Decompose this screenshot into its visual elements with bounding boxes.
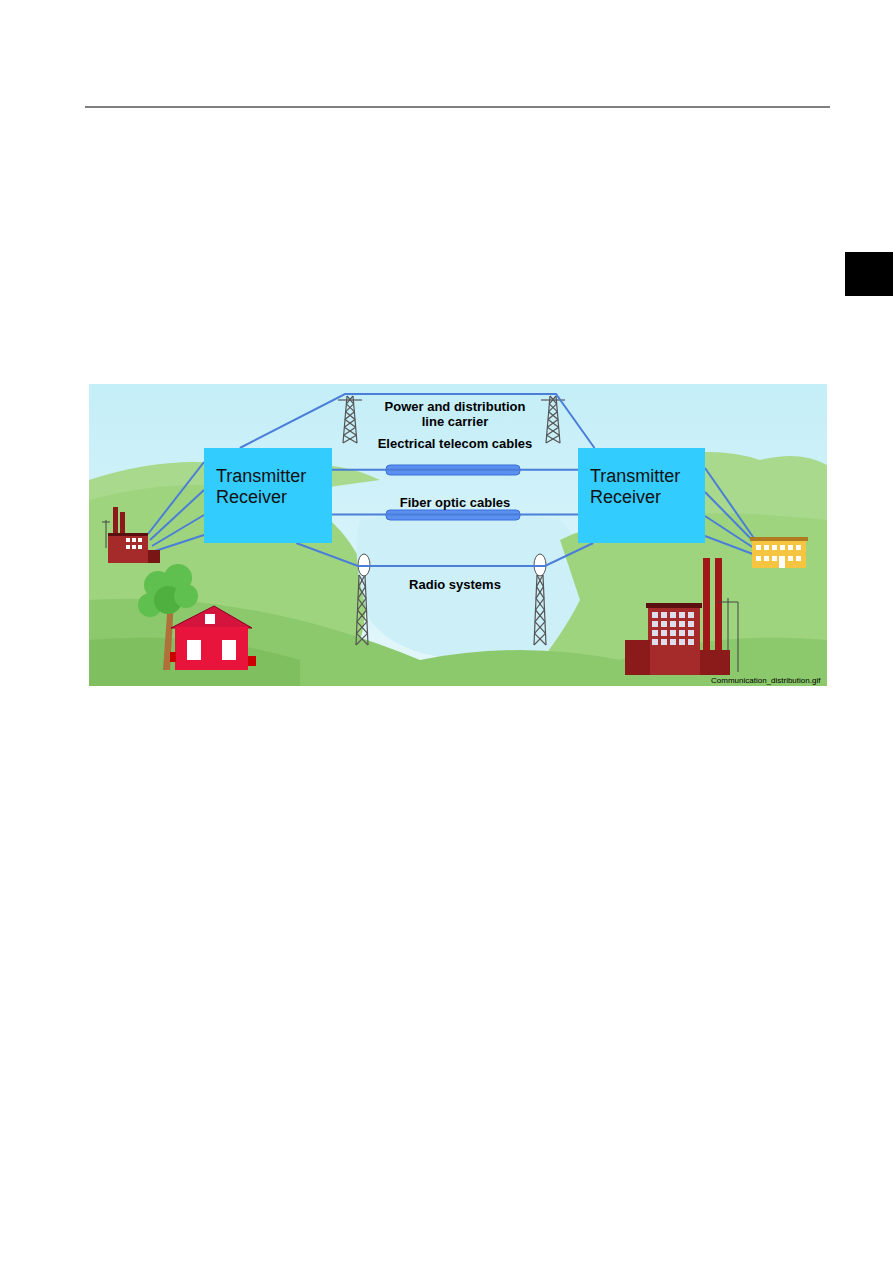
channel-line xyxy=(332,469,578,471)
power-plant xyxy=(625,558,738,675)
landscape xyxy=(89,384,827,686)
house xyxy=(170,606,256,670)
file-name-note: Communication_distribution.gif xyxy=(711,676,820,685)
channel-label: Radio systems xyxy=(375,577,535,592)
transceiver-box: Transmitter Receiver xyxy=(204,448,332,543)
chapter-tab xyxy=(845,252,893,296)
school-building xyxy=(750,537,808,568)
pylon xyxy=(338,396,565,645)
factory xyxy=(102,507,160,563)
box-label: Transmitter Receiver xyxy=(578,448,705,526)
transceiver-box: Transmitter Receiver xyxy=(578,448,705,543)
channel-label: Power and distribution line carrier xyxy=(375,399,535,429)
box-label: Transmitter Receiver xyxy=(204,448,332,526)
channel-label: Electrical telecom cables xyxy=(375,436,535,451)
channel-line xyxy=(296,543,593,566)
channel-line xyxy=(332,514,578,516)
header-rule xyxy=(85,107,830,108)
channel-label: Fiber optic cables xyxy=(375,495,535,510)
